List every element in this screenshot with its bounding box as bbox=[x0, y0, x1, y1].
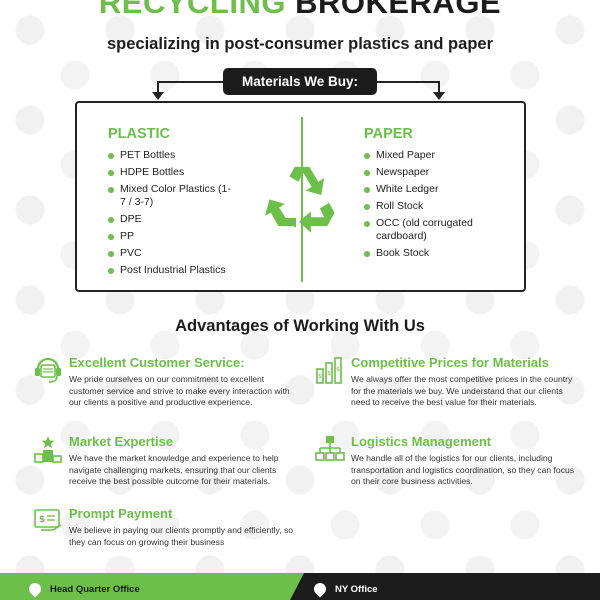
right-arrow-stem bbox=[438, 81, 440, 93]
list-item: Book Stock bbox=[364, 247, 509, 260]
advantage-prompt-payment: $ Prompt Payment We believe in paying ou… bbox=[33, 506, 303, 556]
paper-list: Mixed Paper Newspaper White Ledger Roll … bbox=[364, 149, 509, 264]
plastic-title: PLASTIC bbox=[108, 126, 171, 142]
green-divider bbox=[301, 117, 303, 282]
list-item: Roll Stock bbox=[364, 200, 509, 213]
title-green: RECYCLING bbox=[98, 0, 286, 20]
list-item: Mixed Color Plastics (1-7 / 3-7) bbox=[108, 183, 233, 209]
customer-service-icon bbox=[35, 357, 61, 383]
right-arrow-down-icon bbox=[433, 92, 445, 100]
list-item: Post Industrial Plastics bbox=[108, 264, 268, 277]
payment-icon: $ bbox=[34, 509, 62, 531]
advantage-heading: Prompt Payment bbox=[69, 506, 173, 521]
left-arrow-stem bbox=[157, 81, 159, 93]
advantage-heading: Excellent Customer Service: bbox=[69, 355, 245, 370]
advantage-competitive-prices: $ $ $ Competitive Prices for Materials W… bbox=[315, 355, 585, 425]
advantage-customer-service: Excellent Customer Service: We pride our… bbox=[33, 355, 303, 415]
materials-box: PLASTIC PET Bottles HDPE Bottles Mixed C… bbox=[75, 101, 526, 292]
page-title: RECYCLING BROKERAGE bbox=[0, 0, 600, 20]
list-item: DPE bbox=[108, 213, 268, 226]
subtitle: specializing in post-consumer plastics a… bbox=[106, 35, 493, 53]
advantage-text: We pride ourselves on our commitment to … bbox=[69, 374, 290, 407]
list-item: OCC (old corrugated cardboard) bbox=[364, 217, 489, 243]
list-item: PET Bottles bbox=[108, 149, 268, 162]
list-item: White Ledger bbox=[364, 183, 509, 196]
list-item: Mixed Paper bbox=[364, 149, 509, 162]
advantage-heading: Logistics Management bbox=[351, 434, 492, 449]
advantage-heading: Market Expertise bbox=[69, 434, 174, 449]
left-arrow-down-icon bbox=[152, 92, 164, 100]
advantage-heading: Competitive Prices for Materials bbox=[351, 355, 549, 370]
materials-pill: Materials We Buy: bbox=[223, 68, 377, 95]
paper-title: PAPER bbox=[364, 126, 413, 142]
list-item: HDPE Bottles bbox=[108, 166, 268, 179]
title-dark: BROKERAGE bbox=[295, 0, 502, 20]
svg-text:$: $ bbox=[327, 370, 331, 377]
advantage-logistics: Logistics Management We handle all of th… bbox=[315, 434, 585, 494]
footer-dark-band bbox=[290, 573, 600, 600]
ny-office-label: NY Office bbox=[335, 584, 378, 595]
list-item: PVC bbox=[108, 247, 268, 260]
svg-text:$: $ bbox=[318, 373, 322, 380]
advantage-market-expertise: Market Expertise We have the market know… bbox=[33, 434, 303, 494]
list-item: Newspaper bbox=[364, 166, 509, 179]
advantage-text: We believe in paying our clients promptl… bbox=[69, 525, 294, 547]
advantage-text: We have the market knowledge and experie… bbox=[69, 453, 279, 486]
hq-office-label: Head Quarter Office bbox=[50, 584, 140, 595]
advantages-title: Advantages of Working With Us bbox=[175, 317, 425, 335]
logistics-network-icon bbox=[315, 436, 345, 461]
advantage-text: We always offer the most competitive pri… bbox=[351, 374, 573, 407]
price-chart-icon: $ $ $ bbox=[316, 357, 342, 384]
podium-icon bbox=[34, 436, 62, 463]
advantage-text: We handle all of the logistics for our c… bbox=[351, 453, 575, 486]
plastic-list: PET Bottles HDPE Bottles Mixed Color Pla… bbox=[108, 149, 268, 281]
svg-text:$: $ bbox=[39, 515, 45, 525]
list-item: PP bbox=[108, 230, 268, 243]
recycle-icon bbox=[265, 166, 335, 233]
svg-text:$: $ bbox=[336, 366, 340, 373]
